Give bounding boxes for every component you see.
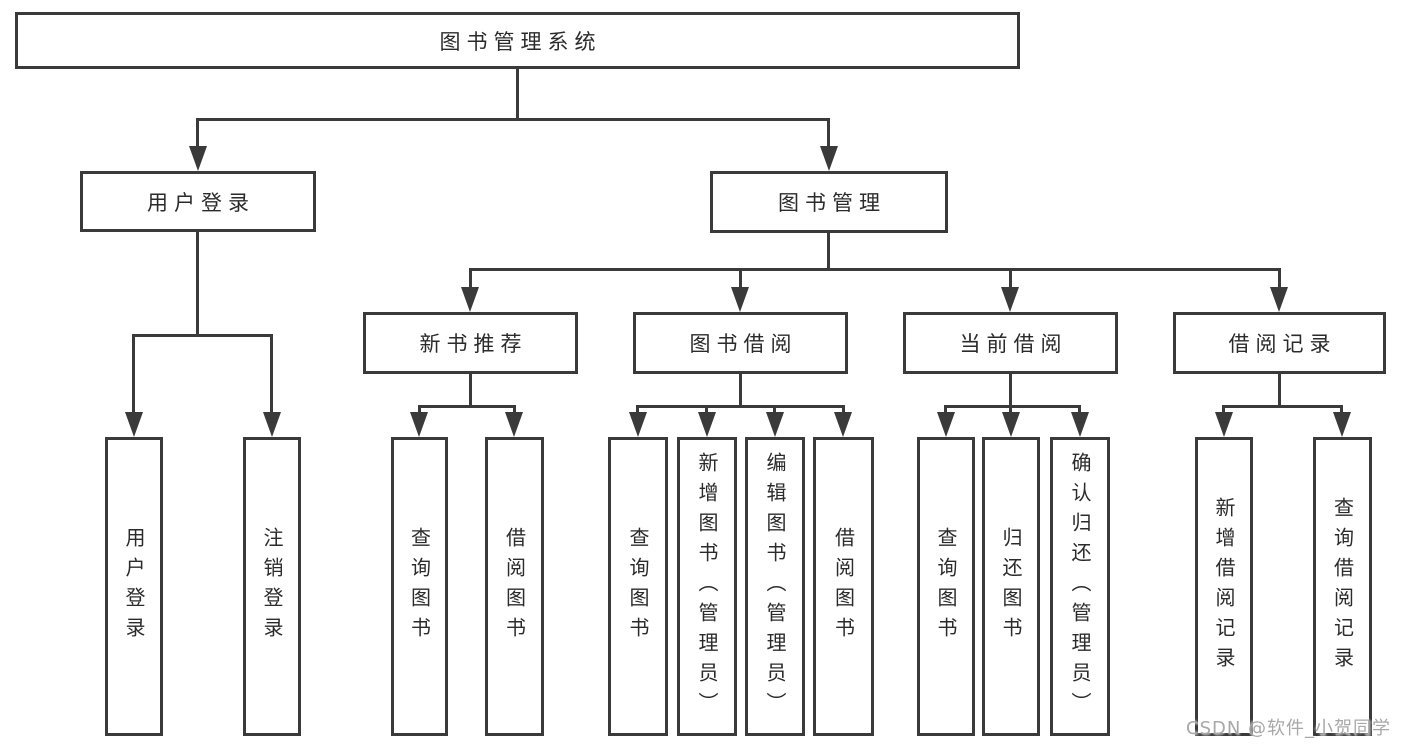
leaf-add-borrow-record-label: 新增借阅记录 bbox=[1212, 496, 1236, 677]
arrow-down-icon bbox=[461, 287, 479, 312]
connector-line bbox=[1340, 405, 1343, 417]
node-book-management: 图书管理 bbox=[710, 171, 948, 233]
leaf-user-login: 用户登录 bbox=[105, 437, 163, 736]
leaf-borrow-books-recommend-label: 借阅图书 bbox=[502, 526, 527, 647]
connector-line bbox=[516, 67, 519, 120]
leaf-query-books-borrowing-label: 查询图书 bbox=[626, 526, 650, 647]
arrow-down-icon bbox=[629, 412, 647, 437]
leaf-query-books-borrowing: 查询图书 bbox=[608, 437, 668, 736]
leaf-add-books-admin-label: 新增图书（管理员） bbox=[695, 451, 719, 722]
node-book-borrowing: 图书借阅 bbox=[633, 312, 848, 374]
connector-line bbox=[739, 374, 742, 407]
leaf-logout-label: 注销登录 bbox=[260, 526, 284, 647]
connector-line bbox=[773, 405, 776, 417]
connector-line bbox=[513, 405, 516, 417]
leaf-confirm-return-admin: 确认归还（管理员） bbox=[1050, 437, 1110, 736]
connector-line bbox=[418, 405, 421, 417]
node-new-book-recommend: 新书推荐 bbox=[363, 312, 578, 374]
connector-line bbox=[1009, 374, 1012, 407]
connector-line bbox=[636, 405, 639, 417]
connector-line bbox=[1078, 405, 1081, 417]
leaf-user-login-label: 用户登录 bbox=[122, 526, 146, 647]
node-current-borrowing-label: 当前借阅 bbox=[959, 332, 1068, 356]
connector-line bbox=[196, 231, 199, 336]
leaf-borrow-books-borrowing: 借阅图书 bbox=[813, 437, 874, 736]
leaf-confirm-return-admin-label: 确认归还（管理员） bbox=[1068, 451, 1092, 722]
node-root: 图书管理系统 bbox=[15, 12, 1020, 69]
connector-line bbox=[1222, 405, 1225, 417]
node-borrowing-records: 借阅记录 bbox=[1173, 312, 1386, 374]
leaf-edit-books-admin: 编辑图书（管理员） bbox=[745, 437, 805, 736]
arrow-down-icon bbox=[1270, 287, 1288, 312]
node-new-book-recommend-label: 新书推荐 bbox=[419, 332, 528, 356]
arrow-down-icon bbox=[125, 412, 143, 437]
arrow-down-icon bbox=[937, 412, 955, 437]
leaf-edit-books-admin-label: 编辑图书（管理员） bbox=[763, 451, 787, 722]
arrow-down-icon bbox=[766, 412, 784, 437]
arrow-down-icon bbox=[1333, 412, 1351, 437]
connector-line bbox=[418, 405, 516, 408]
connector-line bbox=[944, 405, 947, 417]
arrow-down-icon bbox=[1002, 412, 1020, 437]
node-book-management-label: 图书管理 bbox=[778, 191, 886, 215]
node-borrowing-records-label: 借阅记录 bbox=[1228, 332, 1337, 356]
arrow-down-icon bbox=[820, 146, 838, 171]
node-current-borrowing: 当前借阅 bbox=[903, 312, 1118, 374]
leaf-borrow-books-borrowing-label: 借阅图书 bbox=[831, 526, 856, 647]
node-user-login-label: 用户登录 bbox=[147, 190, 255, 215]
connector-line bbox=[469, 268, 472, 290]
leaf-query-borrow-record-label: 查询借阅记录 bbox=[1330, 496, 1355, 677]
connector-line bbox=[827, 118, 830, 148]
leaf-query-books-recommend: 查询图书 bbox=[391, 437, 448, 736]
leaf-query-books-current: 查询图书 bbox=[917, 437, 975, 736]
connector-line bbox=[132, 334, 135, 414]
leaf-query-books-current-label: 查询图书 bbox=[934, 526, 958, 647]
arrow-down-icon bbox=[505, 412, 523, 437]
csdn-watermark: CSDN @软件_小贺同学 bbox=[1186, 718, 1392, 739]
arrow-down-icon bbox=[1071, 412, 1089, 437]
arrow-down-icon bbox=[189, 146, 207, 171]
connector-line bbox=[842, 405, 845, 417]
connector-line bbox=[739, 268, 742, 290]
connector-line bbox=[944, 405, 1081, 408]
connector-line bbox=[1278, 374, 1281, 407]
arrow-down-icon bbox=[698, 412, 716, 437]
arrow-down-icon bbox=[731, 287, 749, 312]
connector-line bbox=[1009, 405, 1012, 417]
connector-line bbox=[827, 232, 830, 271]
connector-line bbox=[469, 268, 1280, 271]
connector-line bbox=[1222, 405, 1343, 408]
arrow-down-icon bbox=[263, 412, 281, 437]
connector-line bbox=[196, 118, 199, 148]
node-user-login: 用户登录 bbox=[80, 171, 316, 232]
connector-line bbox=[636, 405, 845, 408]
connector-line bbox=[132, 334, 273, 337]
arrow-down-icon bbox=[1215, 412, 1233, 437]
leaf-query-borrow-record: 查询借阅记录 bbox=[1313, 437, 1372, 736]
leaf-add-books-admin: 新增图书（管理员） bbox=[677, 437, 737, 736]
leaf-return-books-label: 归还图书 bbox=[999, 526, 1023, 647]
arrow-down-icon bbox=[834, 412, 852, 437]
connector-line bbox=[270, 334, 273, 414]
leaf-borrow-books-recommend: 借阅图书 bbox=[485, 437, 544, 736]
node-root-label: 图书管理系统 bbox=[439, 29, 602, 54]
arrow-down-icon bbox=[1001, 287, 1019, 312]
connector-line bbox=[469, 374, 472, 407]
leaf-query-books-recommend-label: 查询图书 bbox=[407, 526, 432, 647]
leaf-logout: 注销登录 bbox=[243, 437, 301, 736]
connector-line bbox=[1278, 268, 1281, 290]
leaf-add-borrow-record: 新增借阅记录 bbox=[1195, 437, 1253, 736]
leaf-return-books: 归还图书 bbox=[982, 437, 1040, 736]
connector-line bbox=[705, 405, 708, 417]
connector-line bbox=[196, 118, 830, 121]
connector-line bbox=[1009, 268, 1012, 290]
arrow-down-icon bbox=[410, 412, 428, 437]
node-book-borrowing-label: 图书借阅 bbox=[689, 332, 798, 356]
